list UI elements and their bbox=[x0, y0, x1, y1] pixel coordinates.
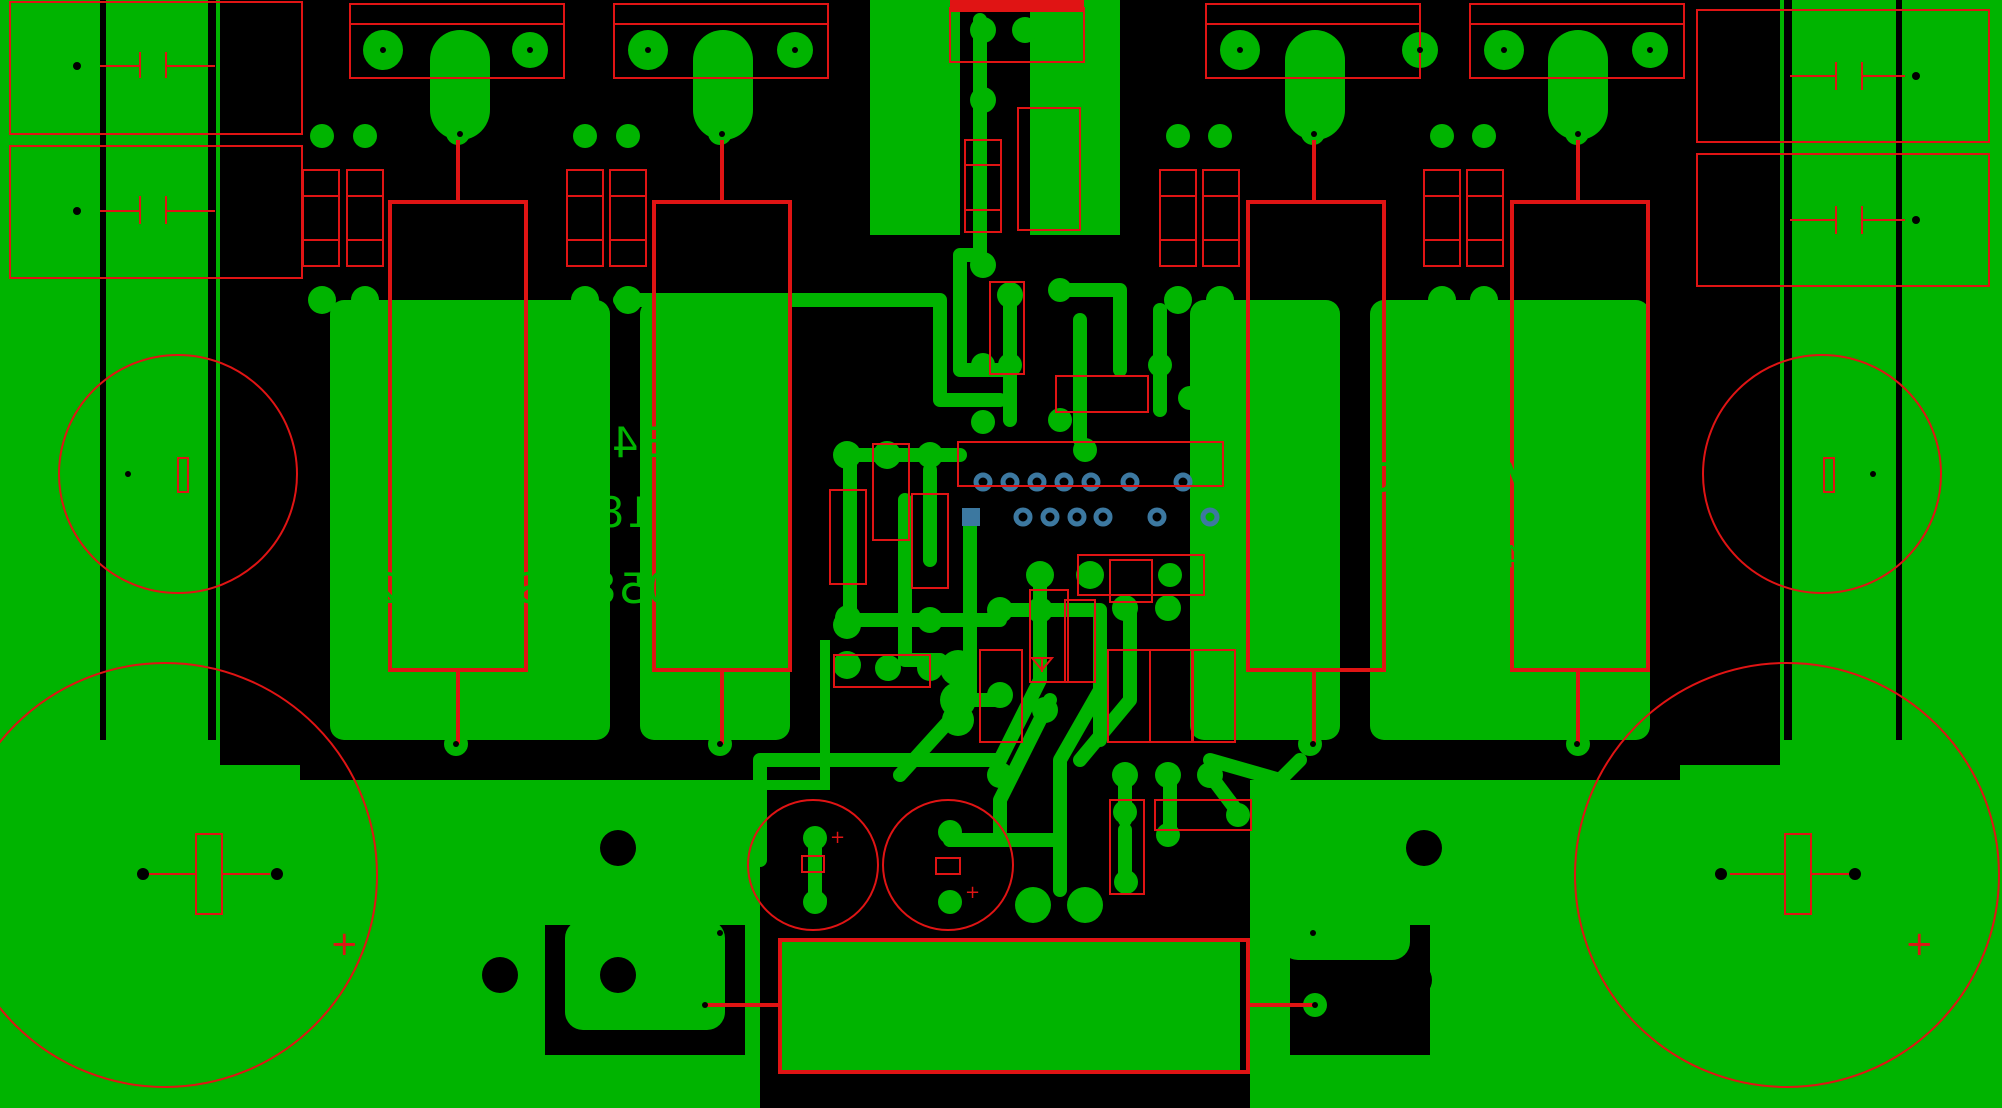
plus-small-1: + bbox=[830, 827, 845, 848]
plus-left-big: + bbox=[330, 924, 359, 964]
header-bar bbox=[950, 0, 1084, 12]
trace-15 bbox=[1073, 603, 1137, 767]
label-part-numbers: 2SK1058 2SK1162 bbox=[371, 564, 790, 613]
pad bbox=[1548, 30, 1608, 140]
island-l1 bbox=[330, 300, 610, 740]
hole-3 bbox=[482, 957, 518, 993]
slot-l1 bbox=[100, 0, 106, 740]
slot-r1 bbox=[1784, 0, 1792, 740]
ic-pin1 bbox=[962, 508, 980, 526]
ic-pads bbox=[973, 472, 1220, 527]
island-r1 bbox=[1190, 300, 1340, 740]
trace-19 bbox=[1203, 753, 1307, 787]
cap-left-mid bbox=[58, 354, 298, 594]
traces bbox=[613, 13, 1317, 907]
slot-l2 bbox=[208, 0, 216, 740]
slot-r2 bbox=[1896, 0, 1902, 740]
label-chip-ref: LME49810/30 bbox=[421, 418, 730, 467]
pads bbox=[308, 17, 1668, 1017]
hole-5 bbox=[1396, 962, 1432, 998]
drill-dots bbox=[73, 47, 1920, 1008]
island-br bbox=[1355, 790, 1775, 910]
trace-2 bbox=[1053, 283, 1127, 377]
cap-right-mid bbox=[1702, 354, 1942, 594]
trace-17 bbox=[893, 713, 957, 782]
label-id: IC056494936 bbox=[1396, 540, 1620, 575]
trace-16 bbox=[753, 568, 1047, 867]
mounting-holes bbox=[482, 830, 1442, 998]
pad bbox=[693, 30, 753, 140]
plus-right-big: + bbox=[1905, 924, 1934, 964]
pad bbox=[430, 30, 490, 140]
trace-6 bbox=[1213, 358, 1317, 737]
island-bl bbox=[230, 790, 680, 910]
plus-small-2: + bbox=[965, 882, 980, 903]
label-author: ZloyKent bbox=[1373, 442, 1627, 505]
pad bbox=[1285, 30, 1345, 140]
polarity-markers: + + + + bbox=[330, 827, 1934, 964]
silkscreen: LME49810/30 AN1850.PDF 2SK1058 2SK1162 Z… bbox=[371, 418, 1628, 613]
copper-islands bbox=[230, 300, 1775, 1070]
trace-7 bbox=[613, 293, 1007, 407]
island-br2 bbox=[1280, 860, 1410, 960]
hole-2 bbox=[600, 957, 636, 993]
island-l2 bbox=[640, 300, 790, 740]
island-bottom bbox=[780, 940, 1240, 1070]
hole-1 bbox=[600, 830, 636, 866]
diode-symbol bbox=[1029, 657, 1055, 672]
cap-left-big bbox=[0, 662, 378, 1088]
trace-21 bbox=[943, 833, 1067, 897]
cap-small-2 bbox=[882, 799, 1014, 931]
cap-small-1 bbox=[747, 799, 879, 931]
label-doc-ref: AN1850.PDF bbox=[435, 488, 717, 537]
island-bl2 bbox=[565, 920, 725, 1030]
cap-right-big bbox=[1574, 662, 2000, 1088]
hole-4 bbox=[1406, 830, 1442, 866]
